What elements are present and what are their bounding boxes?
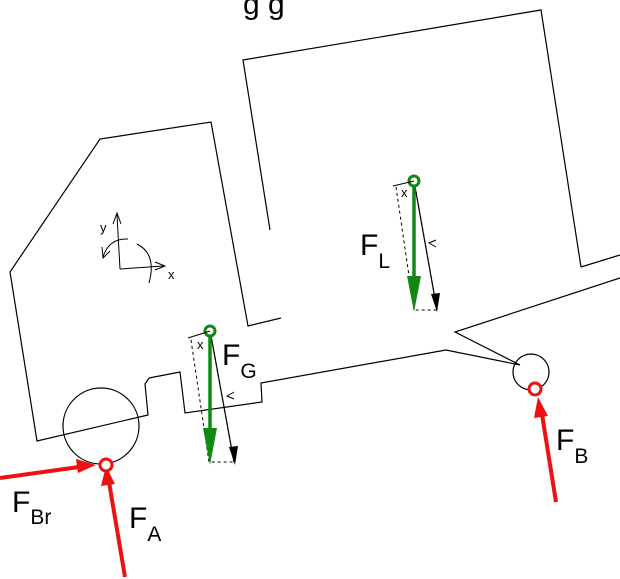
fbr-label: FBr [12, 486, 51, 529]
axis-y-label: y [100, 220, 107, 235]
cargo-box [453, 277, 620, 366]
fbr-arrowhead [76, 459, 96, 473]
fb-arrowhead [534, 397, 548, 418]
caption-fragment: g g [243, 0, 285, 21]
fa-contact-point [98, 457, 114, 473]
coordinate-system: y x [100, 211, 175, 284]
fl-small-x: x [401, 185, 408, 200]
force-fbr-group: FBr [0, 459, 96, 529]
fg-inclined-component [209, 329, 235, 463]
fbr-arrow [0, 464, 87, 480]
fg-decomposition-box [190, 329, 235, 463]
fa-arrowhead [101, 466, 115, 486]
fb-label: FB [556, 424, 588, 468]
cab-base [148, 349, 521, 414]
fg-weight-arrowhead [203, 428, 217, 465]
fb-contact-point [527, 381, 543, 397]
fg-label: FG [222, 339, 257, 383]
fg-small-x: x [197, 337, 204, 352]
fl-label: FL [360, 229, 390, 273]
cab-outline [9, 121, 282, 442]
fg-inclined-arrowhead [229, 446, 238, 465]
force-fa-group: FA [101, 466, 161, 578]
fa-label: FA [129, 502, 161, 546]
fb-arrow [539, 407, 558, 503]
fl-inclined-arrowhead [431, 293, 440, 312]
fl-decomposition-box [395, 179, 438, 311]
force-fb-group: FB [527, 381, 588, 503]
cargo-box-right-edge [580, 254, 620, 268]
fl-weight-arrowhead [407, 276, 421, 312]
cargo-box-top [242, 9, 582, 268]
force-fg-group: x FG [187, 324, 257, 465]
axis-x-label: x [168, 267, 175, 282]
fa-arrow [106, 475, 127, 578]
fl-inclined-component [413, 180, 438, 311]
force-fl-group: x FL [360, 174, 440, 312]
